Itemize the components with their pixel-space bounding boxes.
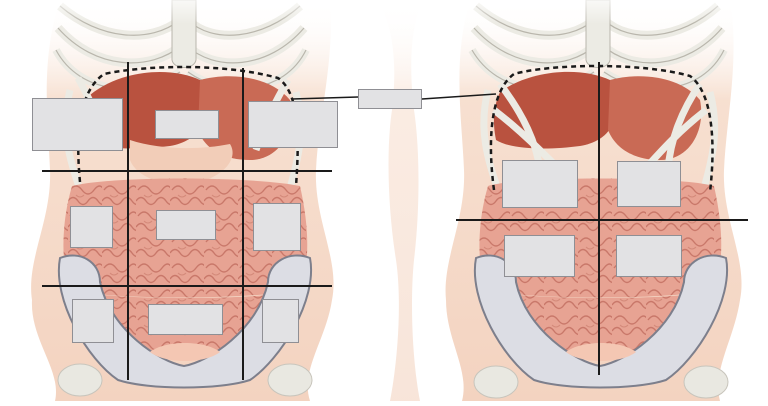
right-region-grid [456,62,748,375]
left-label-box-middle-right[interactable] [253,203,301,251]
callout-leaders [291,93,497,100]
callout-label-box[interactable] [358,89,422,109]
left-label-box-lower-center[interactable] [148,304,223,335]
left-label-box-upper-left[interactable] [32,98,123,151]
left-pancreas [130,140,233,185]
center-arm-gap [376,0,424,401]
right-torso [445,0,748,401]
right-label-box-upper-left[interactable] [502,160,578,208]
right-pelvis [473,254,729,389]
left-label-box-middle-center[interactable] [156,210,216,240]
callout-leader-right [421,93,497,100]
left-pelvis [57,254,313,389]
left-label-box-lower-left[interactable] [72,299,114,343]
right-bladder [566,343,636,361]
right-diaphragm-outline [489,64,714,193]
left-label-box-upper-right[interactable] [248,101,338,148]
right-label-box-lower-left[interactable] [504,235,575,277]
left-region-grid [42,62,332,380]
left-label-box-middle-left[interactable] [70,206,113,248]
right-hip-joint-l [473,365,519,399]
right-label-box-upper-right[interactable] [617,161,681,207]
left-hip-joint-r [267,363,313,397]
left-label-box-upper-center[interactable] [155,110,219,139]
right-stomach [608,76,702,160]
left-label-box-lower-right[interactable] [262,299,299,343]
left-bladder [150,343,220,361]
right-label-box-lower-right[interactable] [616,235,682,277]
callout-leader-left [291,96,359,100]
left-hip-joint-l [57,363,103,397]
right-hip-joint-r [683,365,729,399]
